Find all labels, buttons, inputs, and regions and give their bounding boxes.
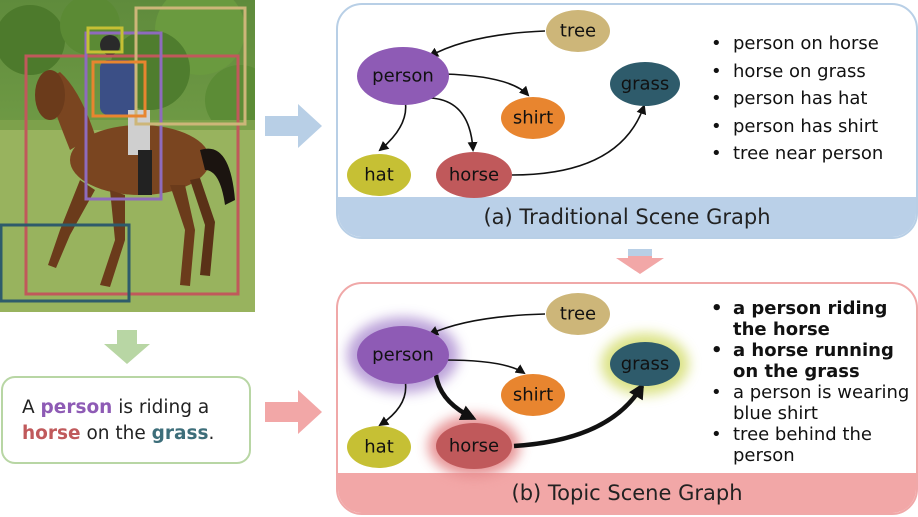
edge-a-person-hat [378, 99, 407, 152]
edge-a-person-shirt [443, 73, 530, 97]
caption-middle: is riding a [112, 397, 210, 418]
node-b-person [357, 326, 449, 384]
node-b-hat-label: hat [364, 437, 394, 458]
node-b-shirt [501, 374, 565, 416]
arrow-photo-to-caption [104, 330, 150, 364]
relation-item: a person is wearing blue shirt [705, 382, 918, 424]
panel-a-title: (a) Traditional Scene Graph [338, 197, 916, 237]
panel-a-relations-list: person on horse horse on grass person ha… [705, 30, 883, 168]
arrow-caption-to-topic [265, 390, 322, 434]
caption-word-person: person [40, 397, 113, 418]
relation-item: tree near person [705, 140, 883, 168]
node-a-hat [347, 154, 411, 196]
node-a-grass-label: grass [621, 74, 670, 95]
node-b-tree-label: tree [560, 304, 596, 325]
graph-b: tree person shirt grass hat horse [347, 293, 689, 477]
edge-b-horse-grass [513, 382, 645, 449]
caption-word-horse: horse [22, 423, 81, 444]
node-a-grass [610, 62, 680, 106]
node-b-shirt-label: shirt [513, 385, 553, 406]
node-a-shirt-label: shirt [513, 108, 553, 129]
caption-text: A person is riding a horse on the grass. [22, 395, 242, 447]
relation-item: person has shirt [705, 113, 883, 141]
node-a-shirt [501, 97, 565, 139]
relation-item: tree behind the person [705, 424, 918, 466]
node-b-grass-label: grass [621, 354, 670, 375]
node-a-horse [436, 152, 512, 198]
edge-a-person-horse [429, 97, 478, 152]
node-a-hat-label: hat [364, 165, 394, 186]
edge-b-tree-person [428, 313, 546, 336]
relation-item: person on horse [705, 30, 883, 58]
node-b-tree [546, 293, 610, 335]
node-a-tree [546, 10, 610, 52]
relation-item-highlighted: a horse running on the grass [705, 340, 918, 382]
edge-a-horse-grass [511, 104, 647, 176]
photo-illustration [0, 0, 255, 312]
node-b-grass [610, 342, 680, 386]
horse-rider-photo [0, 0, 255, 312]
node-b-horse [436, 423, 512, 469]
node-a-person-label: person [372, 66, 434, 87]
panel-b-title: (b) Topic Scene Graph [338, 473, 916, 513]
caption-word-grass: grass [151, 423, 209, 444]
edge-a-tree-person [428, 30, 546, 57]
relation-item: horse on grass [705, 58, 883, 86]
caption-suffix: . [208, 423, 215, 444]
arrow-photo-to-traditional [265, 104, 322, 148]
node-b-horse-label: horse [449, 436, 499, 457]
relation-item-highlighted: a person riding the horse [705, 298, 918, 340]
edge-b-person-hat [378, 379, 407, 427]
relation-item: person has hat [705, 85, 883, 113]
caption-box [1, 376, 251, 464]
node-b-hat [347, 426, 411, 468]
node-a-horse-label: horse [449, 165, 499, 186]
caption-prefix: A [22, 397, 41, 418]
node-b-person-label: person [372, 345, 434, 366]
edge-b-person-shirt [443, 359, 526, 375]
caption-middle2: on the [80, 423, 152, 444]
panel-b-relations-list: a person riding the horse a horse runnin… [705, 298, 918, 466]
edge-b-person-horse [433, 374, 477, 421]
graph-a: tree person shirt grass hat horse [347, 10, 680, 198]
node-a-tree-label: tree [560, 21, 596, 42]
node-a-person [357, 47, 449, 105]
